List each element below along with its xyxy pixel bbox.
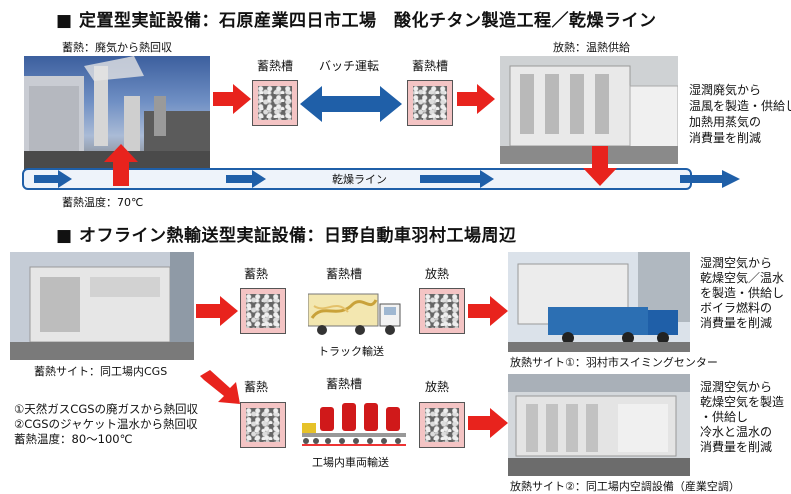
row1-vehicle-label: トラック輸送 xyxy=(318,345,384,358)
row2-site-label: 放熱サイト②：同工場内空調設備（産業空調） xyxy=(510,480,740,493)
section1-right-text: 湿潤廃気から 温風を製造・供給し 加熱用蒸気の 消費量を削減 xyxy=(689,82,791,146)
cgs-site-photo xyxy=(10,252,194,360)
section1-title: ■ 定置型実証設備：石原産業四日市工場 酸化チタン製造工程／乾燥ライン xyxy=(56,11,657,31)
row2-tank-label: 蓄熱槽 xyxy=(326,377,363,391)
right-text-line: 湿潤空気から xyxy=(700,256,773,270)
note-line: ①天然ガスCGSの廃ガスから熱回収 xyxy=(14,402,199,416)
red-arrow-2 xyxy=(457,84,495,114)
left-notes: ①天然ガスCGSの廃ガスから熱回収 ②CGSのジャケット温水から熱回収 蓄熱温度… xyxy=(14,402,198,447)
red-up-arrow xyxy=(104,144,138,186)
right-text-line: 消費量を削減 xyxy=(700,440,773,454)
row2-store-label: 蓄熱 xyxy=(244,380,269,394)
swimming-center-photo xyxy=(508,252,690,352)
right-text-line: 消費量を削減 xyxy=(689,131,762,145)
right-text-line: 消費量を削減 xyxy=(700,316,773,330)
row2-right-text: 湿潤空気から 乾燥空気を製造 ・供給し 冷水と温水の 消費量を削減 xyxy=(700,380,784,455)
row1-site-label: 放熱サイト①：羽村市スイミングセンター xyxy=(510,356,718,369)
row1-tank-left xyxy=(240,288,286,334)
row1-right-text: 湿潤空気から 乾燥空気／温水 を製造・供給し ボイラ燃料の 消費量を削減 xyxy=(700,256,784,331)
air-conditioning-photo xyxy=(508,374,690,476)
heat-storage-label: 蓄熱：廃気から熱回収 xyxy=(62,41,172,54)
right-text-line: ・供給し xyxy=(700,410,749,424)
right-text-line: 冷水と温水の xyxy=(700,425,773,439)
red-arrow-6 xyxy=(468,408,508,438)
dry-line-arrows xyxy=(0,167,791,193)
heat-storage-tank-left xyxy=(252,80,298,126)
row2-tank-left xyxy=(240,402,286,448)
right-text-line: を製造・供給し xyxy=(700,286,785,300)
red-arrow-5 xyxy=(200,370,242,406)
release-equipment-photo xyxy=(500,56,678,164)
right-text-line: 加熱用蒸気の xyxy=(689,115,762,129)
right-text-line: ボイラ燃料の xyxy=(700,301,773,315)
red-arrow-4 xyxy=(468,296,508,326)
right-text-line: 湿潤空気から xyxy=(700,380,773,394)
tank-left-label: 蓄熱槽 xyxy=(257,59,294,73)
batch-double-arrow xyxy=(300,86,402,122)
right-text-line: 湿潤廃気から xyxy=(689,83,762,97)
row2-release-label: 放熱 xyxy=(425,380,450,394)
factory-vehicle-icon xyxy=(298,397,410,447)
store-site-label: 蓄熱サイト：同工場内CGS xyxy=(34,365,168,378)
row1-tank-right xyxy=(419,288,465,334)
truck-icon xyxy=(308,290,404,338)
batch-label: バッチ運転 xyxy=(319,59,380,73)
plant-photo xyxy=(24,56,210,170)
row1-tank-label: 蓄熱槽 xyxy=(326,267,363,281)
row2-vehicle-label: 工場内車両輸送 xyxy=(312,456,389,469)
tank-right-label: 蓄熱槽 xyxy=(412,59,449,73)
row2-tank-right xyxy=(419,402,465,448)
row1-store-label: 蓄熱 xyxy=(244,267,269,281)
heat-storage-tank-right xyxy=(407,80,453,126)
heat-release-label: 放熱：温熱供給 xyxy=(553,41,630,54)
right-text-line: 乾燥空気／温水 xyxy=(700,271,785,285)
row1-release-label: 放熱 xyxy=(425,267,450,281)
temp-label: 蓄熱温度：70℃ xyxy=(62,196,144,209)
section2-title: ■ オフライン熱輸送型実証設備：日野自動車羽村工場周辺 xyxy=(56,226,517,246)
right-text-line: 温風を製造・供給し xyxy=(689,99,791,113)
red-arrow-3 xyxy=(196,296,238,326)
red-down-arrow xyxy=(583,146,617,186)
red-arrow-1 xyxy=(213,84,251,114)
dry-line-label: 乾燥ライン xyxy=(332,173,387,186)
note-line: ②CGSのジャケット温水から熱回収 xyxy=(14,417,198,431)
note-line: 蓄熱温度：80～100℃ xyxy=(14,432,133,446)
right-text-line: 乾燥空気を製造 xyxy=(700,395,785,409)
